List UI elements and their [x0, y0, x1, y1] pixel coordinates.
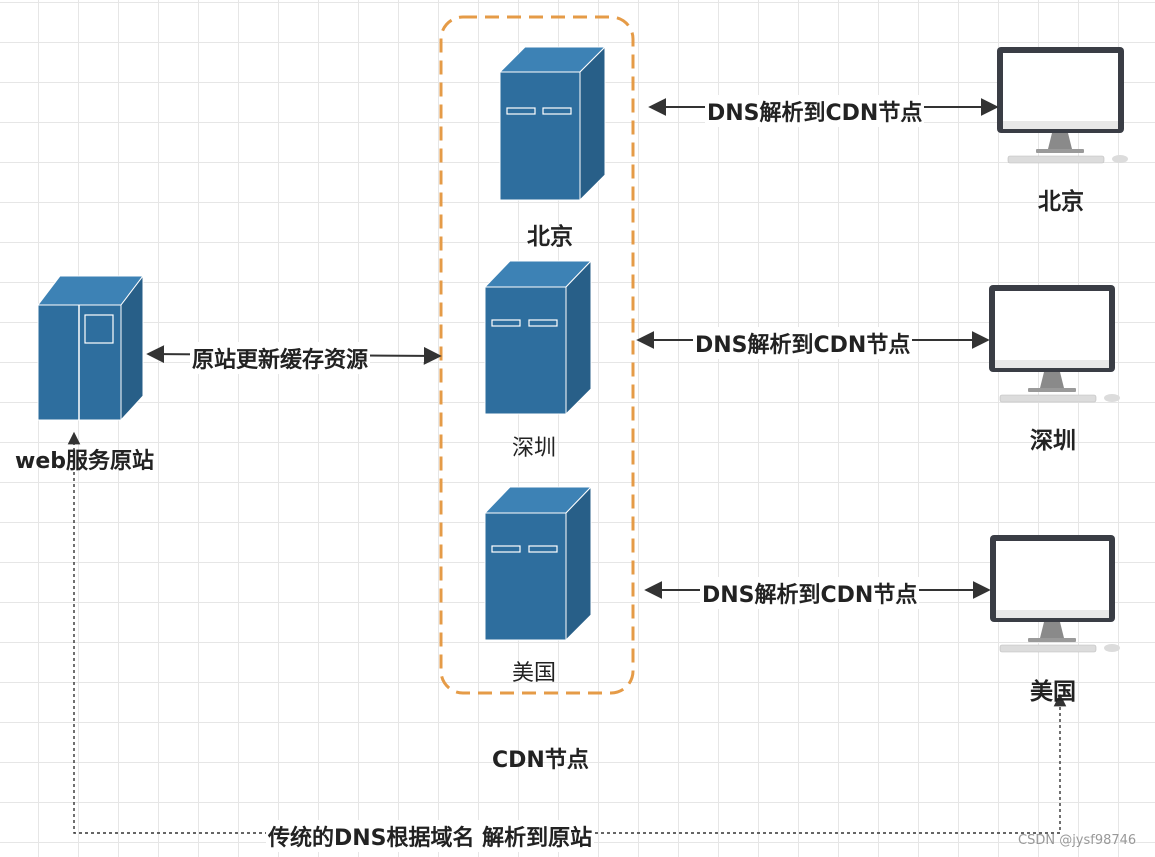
client-monitor-usa-icon	[990, 535, 1120, 653]
cdn-server-shenzhen-icon	[483, 259, 593, 416]
cdn-server-usa-icon	[483, 485, 593, 642]
client-beijing-label: 北京	[1038, 189, 1084, 215]
watermark: CSDN @jysf98746	[1018, 833, 1137, 848]
cdn-group-title: CDN节点	[492, 748, 589, 773]
cdn-server-beijing-icon	[498, 45, 607, 202]
origin-server-icon	[36, 274, 145, 422]
client-usa-label: 美国	[1030, 679, 1076, 705]
cdn-node-shenzhen-label: 深圳	[512, 436, 557, 461]
client-link-label-beijing: DNS解析到CDN节点	[705, 95, 925, 127]
client-monitor-shenzhen-icon	[989, 285, 1120, 403]
client-link-label-usa: DNS解析到CDN节点	[700, 577, 920, 609]
client-monitor-beijing-icon	[997, 47, 1128, 164]
origin-server-label: web服务原站	[15, 449, 154, 474]
origin-link-label: 原站更新缓存资源	[190, 342, 371, 374]
cdn-node-usa-label: 美国	[512, 661, 557, 686]
cdn-node-beijing-label: 北京	[527, 224, 573, 250]
client-shenzhen-label: 深圳	[1030, 428, 1076, 454]
traditional-dns-label: 传统的DNS根据域名 解析到原站	[266, 820, 595, 852]
client-link-label-shenzhen: DNS解析到CDN节点	[693, 327, 913, 359]
